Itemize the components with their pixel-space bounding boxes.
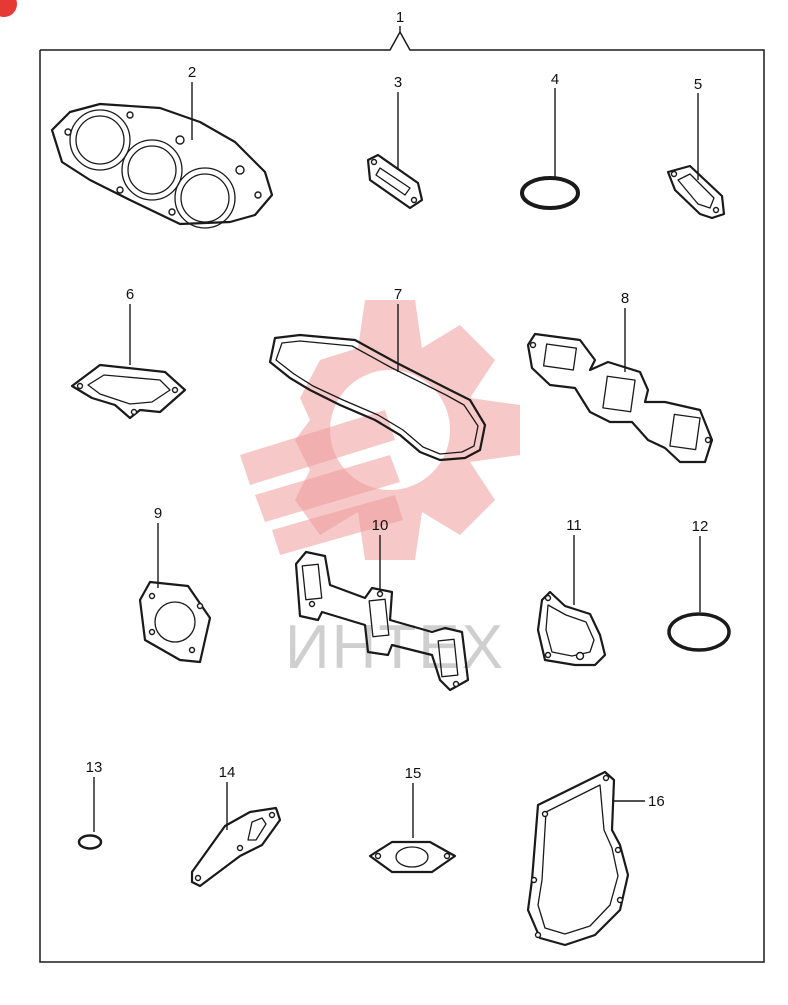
assembly-label: 1 [396,9,404,26]
gasket-6 [70,304,187,420]
valve-cover-gasket-7 [268,304,487,462]
flange-gasket-15 [368,783,457,874]
o-ring-12 [667,536,731,652]
part-label-11: 11 [566,517,582,534]
water-pump-gasket-11 [536,535,607,667]
watermark-text: ИНТЕХ [285,613,505,682]
part-label-3: 3 [394,74,402,91]
exhaust-manifold-gasket-10 [294,535,470,692]
o-ring-13 [77,777,103,850]
assembly-bracket [39,26,765,963]
cylinder-head-gasket [50,82,274,229]
part-label-2: 2 [188,64,196,81]
intake-manifold-gasket-8 [526,308,714,464]
cover-gasket-14 [190,782,282,888]
small-gasket-3 [366,92,424,210]
part-label-12: 12 [692,518,709,535]
watermark-gear-icon [240,300,520,560]
flange-gasket-9 [138,523,212,664]
part-label-9: 9 [154,505,162,522]
o-ring-4 [520,88,580,210]
part-label-15: 15 [405,765,422,782]
part-label-16: 16 [648,793,665,810]
gasket-5 [666,93,726,220]
part-label-10: 10 [372,517,389,534]
part-label-4: 4 [551,71,559,88]
timing-cover-gasket-16 [526,770,645,947]
part-label-5: 5 [694,76,702,93]
part-label-8: 8 [621,290,629,307]
part-label-13: 13 [86,759,103,776]
part-label-7: 7 [394,286,402,303]
part-label-6: 6 [126,286,134,303]
corner-badge-icon [0,0,17,17]
part-label-14: 14 [219,764,236,781]
